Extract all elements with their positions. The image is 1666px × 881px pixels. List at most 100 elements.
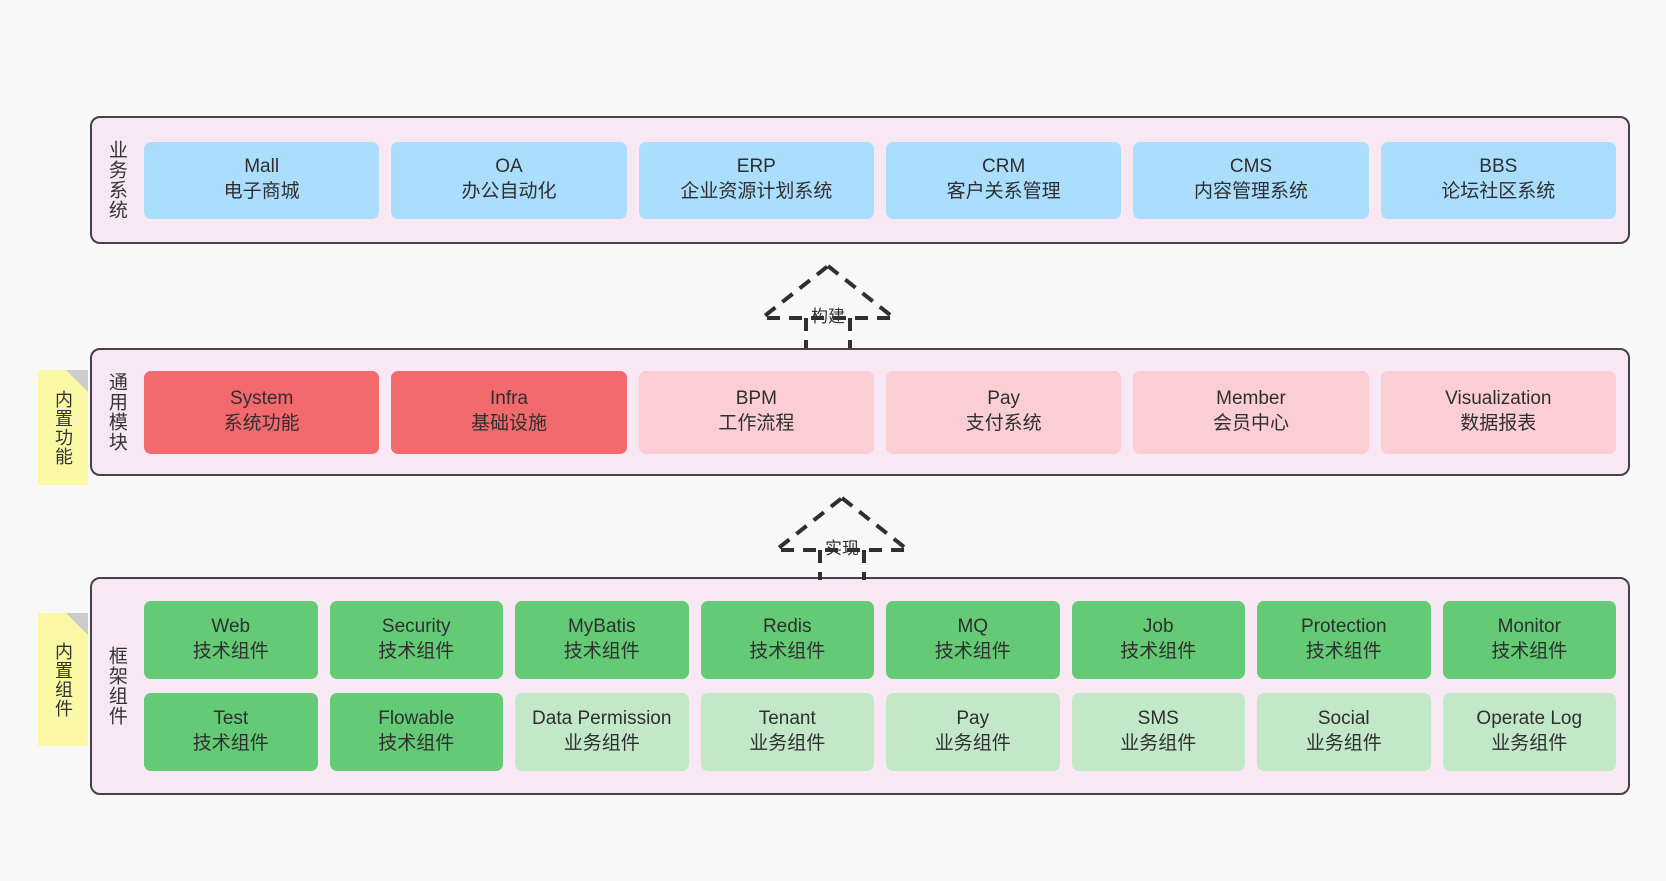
card-sms[interactable]: SMS 业务组件 — [1071, 693, 1245, 771]
card-subtitle: 业务组件 — [1491, 733, 1568, 754]
card-title: Pay — [956, 708, 990, 730]
card-subtitle: 业务组件 — [1305, 733, 1382, 754]
card-subtitle: 技术组件 — [378, 733, 455, 754]
card-title: Operate Log — [1476, 708, 1583, 730]
card-title: CRM — [982, 156, 1026, 178]
layer-title-framework-components: 框架组件 — [105, 646, 127, 726]
card-subtitle: 客户关系管理 — [946, 181, 1061, 202]
card-web[interactable]: Web 技术组件 — [144, 601, 318, 679]
card-title: Member — [1216, 388, 1286, 410]
connector-implement: 实现 — [770, 494, 914, 580]
card-subtitle: 技术组件 — [563, 641, 640, 662]
note-fold-icon — [66, 370, 88, 392]
card-subtitle: 论坛社区系统 — [1441, 181, 1556, 202]
card-title: BBS — [1479, 156, 1518, 178]
card-subtitle: 基础设施 — [470, 413, 547, 434]
card-infra[interactable]: Infra 基础设施 — [391, 370, 627, 454]
card-pay-module[interactable]: Pay 支付系统 — [885, 370, 1122, 454]
card-title: Social — [1317, 708, 1370, 730]
layer-panel-business-systems: 业务系统 Mall 电子商城 OA 办公自动化 ERP 企业资源计划系统 CRM… — [90, 116, 1630, 244]
note-fold-icon — [66, 613, 88, 635]
card-row: Test 技术组件 Flowable 技术组件 Data Permission … — [144, 693, 1616, 771]
layer-panel-common-modules: 通用模块 System 系统功能 Infra 基础设施 BPM 工作流程 Pay… — [90, 348, 1630, 476]
note-label: 内置组件 — [53, 641, 73, 718]
card-title: System — [229, 388, 294, 410]
card-subtitle: 办公自动化 — [461, 181, 557, 202]
card-subtitle: 工作流程 — [718, 413, 795, 434]
card-test[interactable]: Test 技术组件 — [144, 693, 318, 771]
card-title: Job — [1142, 616, 1174, 638]
card-oa[interactable]: OA 办公自动化 — [391, 141, 627, 219]
card-job[interactable]: Job 技术组件 — [1071, 601, 1245, 679]
card-subtitle: 内容管理系统 — [1193, 181, 1308, 202]
connector-label-implement: 实现 — [825, 539, 859, 558]
card-bpm[interactable]: BPM 工作流程 — [638, 370, 874, 454]
layer-panel-framework-components: 框架组件 Web 技术组件 Security 技术组件 MyBatis 技术组件… — [90, 577, 1630, 795]
note-builtin-functions: 内置功能 — [38, 370, 88, 485]
card-subtitle: 技术组件 — [378, 641, 455, 662]
card-row: Mall 电子商城 OA 办公自动化 ERP 企业资源计划系统 CRM 客户关系… — [144, 141, 1616, 219]
card-subtitle: 业务组件 — [563, 733, 640, 754]
card-title: Protection — [1300, 616, 1387, 638]
card-subtitle: 支付系统 — [965, 413, 1042, 434]
card-subtitle: 技术组件 — [934, 641, 1011, 662]
card-subtitle: 技术组件 — [192, 641, 269, 662]
card-subtitle: 系统功能 — [223, 413, 300, 434]
card-mall[interactable]: Mall 电子商城 — [144, 141, 380, 219]
card-pay-component[interactable]: Pay 业务组件 — [886, 693, 1060, 771]
card-data-permission[interactable]: Data Permission 业务组件 — [515, 693, 689, 771]
note-label: 内置功能 — [53, 389, 73, 466]
card-subtitle: 数据报表 — [1460, 413, 1537, 434]
card-title: Web — [211, 616, 251, 638]
connector-build: 构建 — [756, 262, 900, 348]
card-protection[interactable]: Protection 技术组件 — [1257, 601, 1431, 679]
card-crm[interactable]: CRM 客户关系管理 — [885, 141, 1122, 219]
connector-label-build: 构建 — [811, 307, 845, 326]
card-title: BPM — [735, 388, 777, 410]
card-subtitle: 技术组件 — [749, 641, 826, 662]
card-subtitle: 业务组件 — [1120, 733, 1197, 754]
card-security[interactable]: Security 技术组件 — [329, 601, 503, 679]
card-flowable[interactable]: Flowable 技术组件 — [329, 693, 503, 771]
card-subtitle: 电子商城 — [223, 181, 300, 202]
card-row: System 系统功能 Infra 基础设施 BPM 工作流程 Pay 支付系统… — [144, 370, 1616, 454]
card-title: ERP — [736, 156, 776, 178]
card-mq[interactable]: MQ 技术组件 — [886, 601, 1060, 679]
card-monitor[interactable]: Monitor 技术组件 — [1442, 601, 1616, 679]
card-mybatis[interactable]: MyBatis 技术组件 — [515, 601, 689, 679]
card-subtitle: 业务组件 — [749, 733, 826, 754]
card-row: Web 技术组件 Security 技术组件 MyBatis 技术组件 Redi… — [144, 601, 1616, 679]
card-title: Flowable — [378, 708, 455, 730]
card-system[interactable]: System 系统功能 — [144, 370, 380, 454]
card-erp[interactable]: ERP 企业资源计划系统 — [638, 141, 874, 219]
card-title: Infra — [489, 388, 528, 410]
card-visualization[interactable]: Visualization 数据报表 — [1380, 370, 1616, 454]
card-subtitle: 业务组件 — [934, 733, 1011, 754]
card-social[interactable]: Social 业务组件 — [1257, 693, 1431, 771]
card-title: SMS — [1137, 708, 1179, 730]
card-operate-log[interactable]: Operate Log 业务组件 — [1442, 693, 1616, 771]
card-title: Visualization — [1445, 388, 1552, 410]
layer-body-common-modules: System 系统功能 Infra 基础设施 BPM 工作流程 Pay 支付系统… — [140, 350, 1628, 474]
card-subtitle: 技术组件 — [192, 733, 269, 754]
card-title: Redis — [762, 616, 812, 638]
card-title: CMS — [1229, 156, 1273, 178]
card-title: Monitor — [1497, 616, 1561, 638]
card-title: Pay — [987, 388, 1021, 410]
card-member[interactable]: Member 会员中心 — [1133, 370, 1369, 454]
layer-title-business-systems: 业务系统 — [105, 140, 127, 220]
layer-title-common-modules: 通用模块 — [105, 372, 127, 452]
card-title: Tenant — [758, 708, 816, 730]
card-title: Security — [381, 616, 451, 638]
card-bbs[interactable]: BBS 论坛社区系统 — [1380, 141, 1616, 219]
card-cms[interactable]: CMS 内容管理系统 — [1133, 141, 1369, 219]
card-title: MyBatis — [567, 616, 636, 638]
card-tenant[interactable]: Tenant 业务组件 — [700, 693, 874, 771]
card-subtitle: 技术组件 — [1305, 641, 1382, 662]
layer-body-framework-components: Web 技术组件 Security 技术组件 MyBatis 技术组件 Redi… — [140, 579, 1628, 793]
card-redis[interactable]: Redis 技术组件 — [700, 601, 874, 679]
card-title: Mall — [244, 156, 280, 178]
card-title: Test — [213, 708, 249, 730]
card-title: OA — [495, 156, 523, 178]
